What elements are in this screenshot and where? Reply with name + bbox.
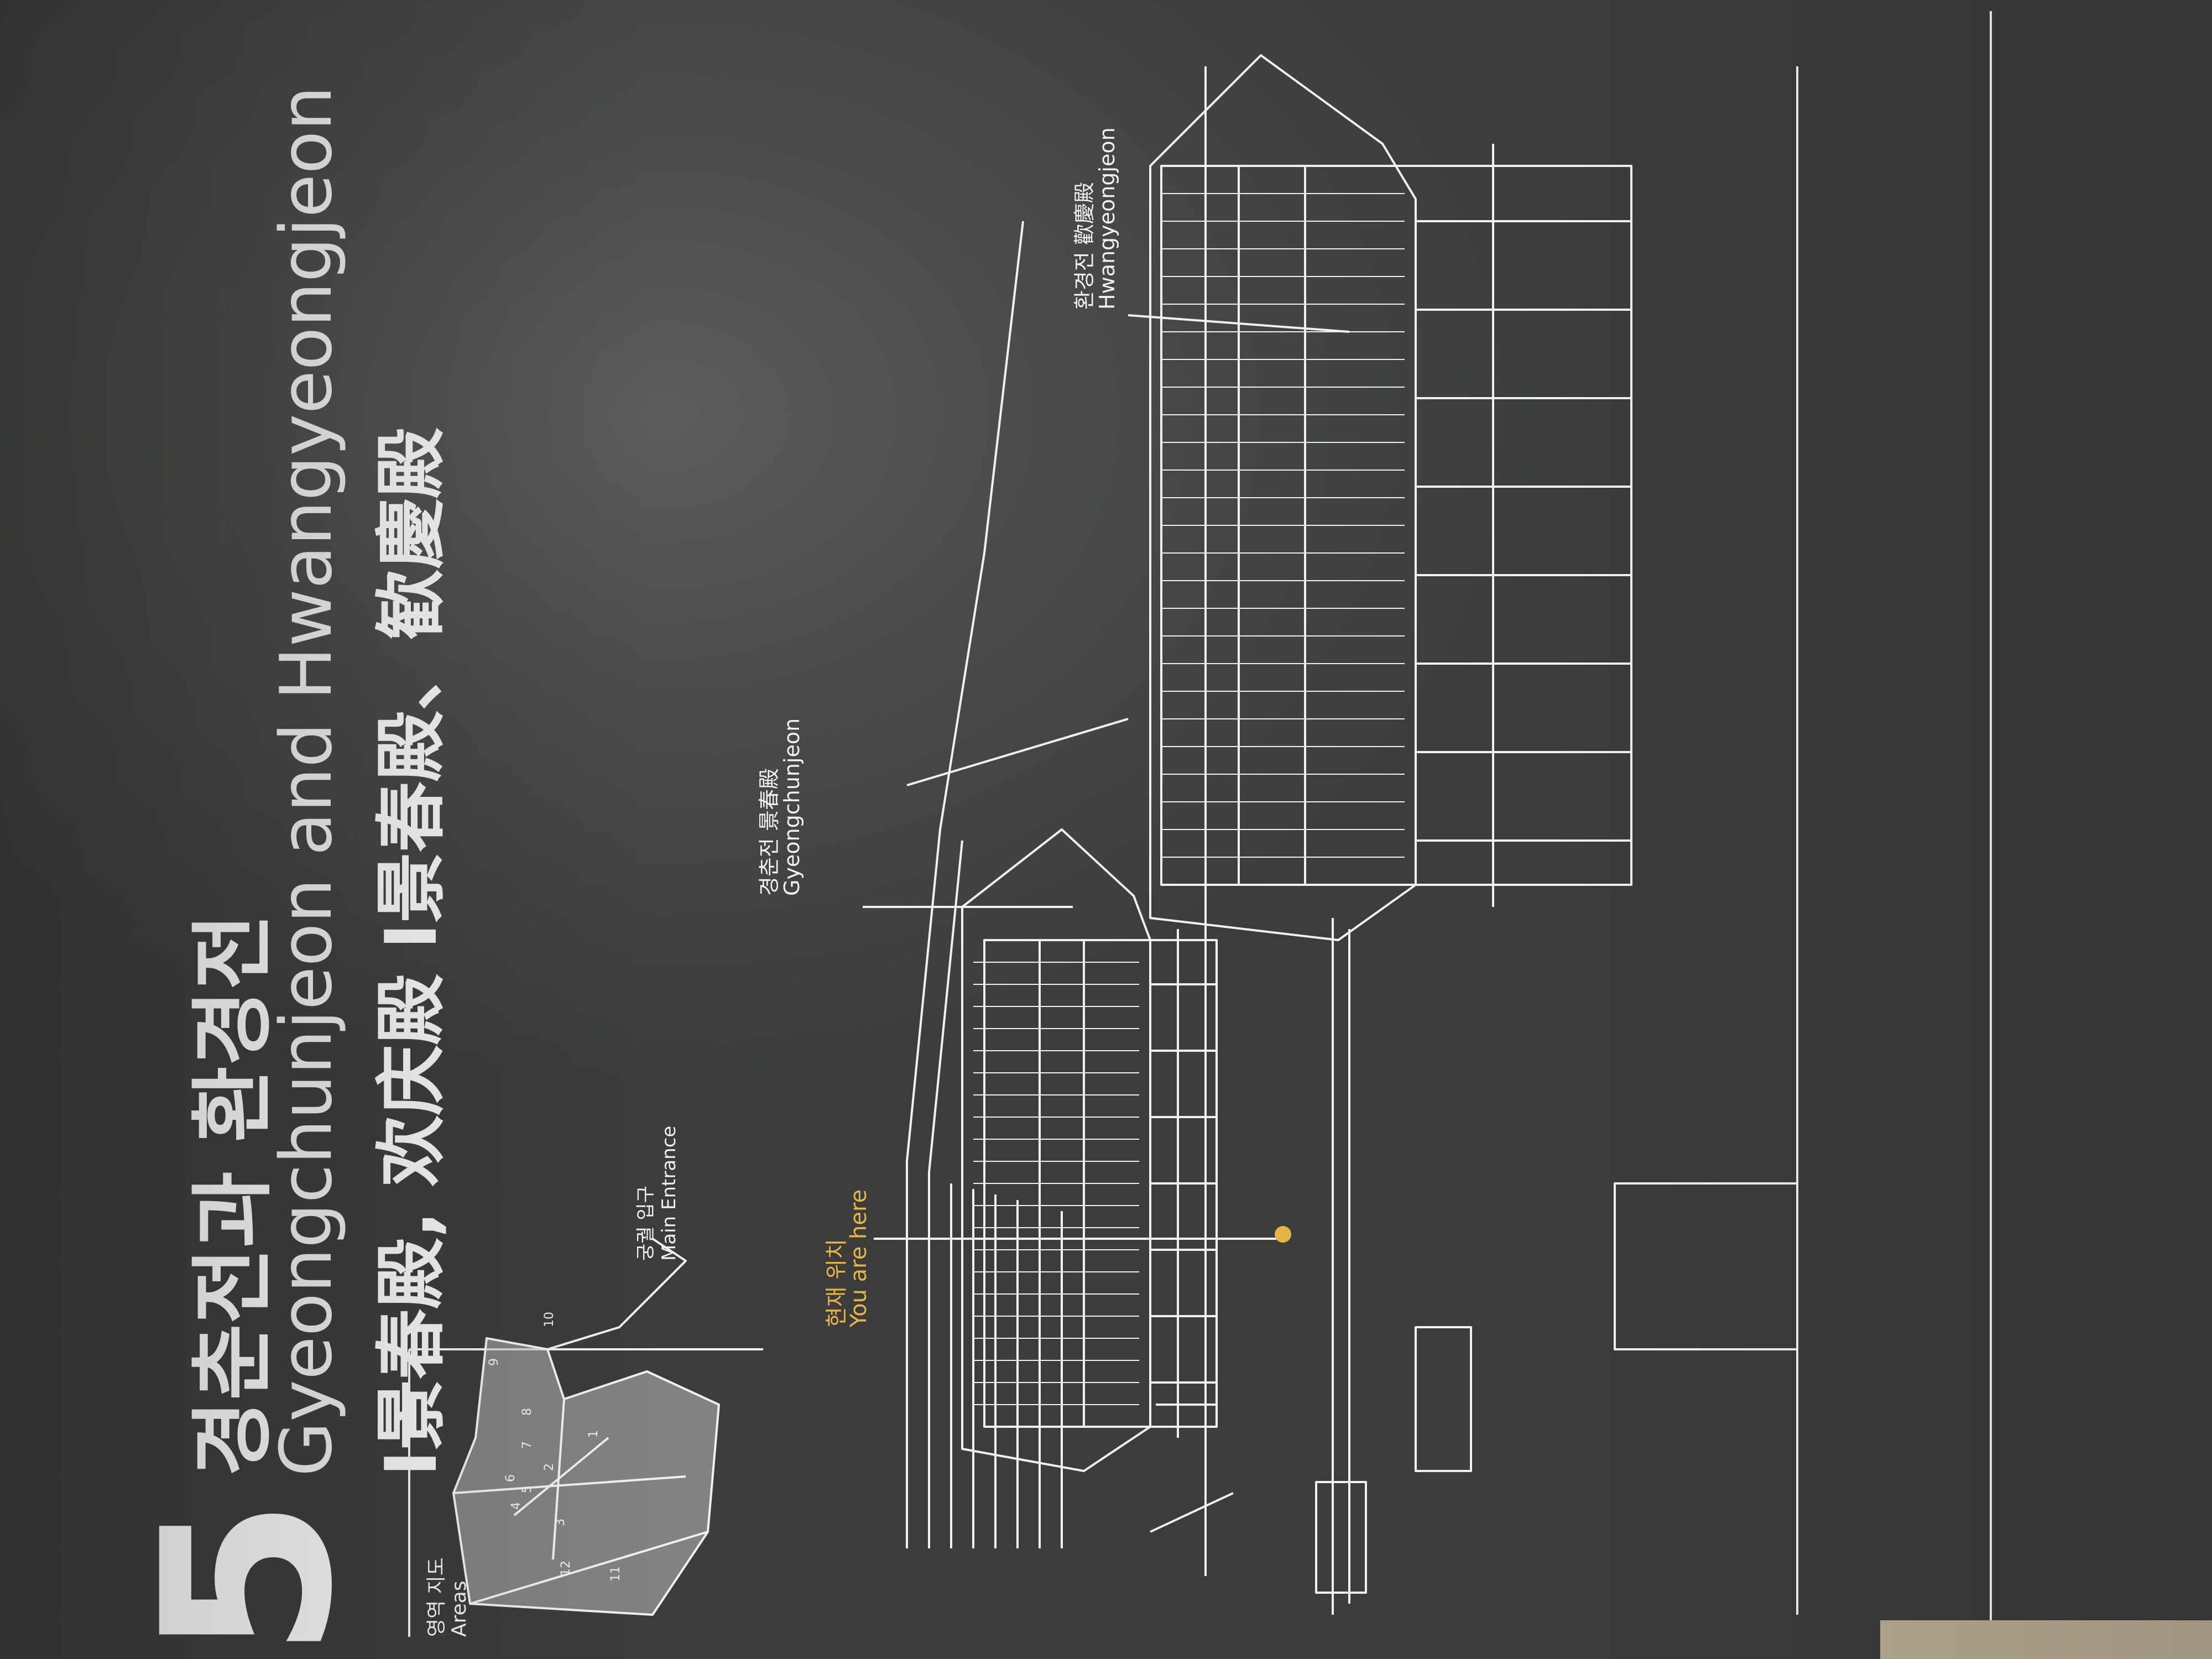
hwangyeongjeon-english: Hwangyeongjeon [1095,127,1119,310]
hwangyeongjeon-label: 환경전 歡慶殿 [1072,182,1097,310]
main-entrance-korean: 궁궐 입구 [635,1186,657,1261]
you-are-here-english: You are here [846,1189,872,1327]
you-are-here-marker [1275,1226,1291,1243]
map-number-12: 12 [559,1561,573,1576]
gyeongchunjeon-building [961,828,1218,1472]
map-number-9: 9 [487,1358,501,1366]
map-number-6: 6 [504,1474,518,1482]
map-number-11: 11 [609,1566,623,1582]
areas-label-english: Areas [448,1580,471,1637]
gyeongchunjeon-english: Gyeongchunjeon [780,718,804,896]
gyeongchunjeon-label: 경춘전 景春殿 [757,768,781,896]
map-number-2: 2 [542,1463,556,1471]
map-number-7: 7 [520,1441,534,1449]
map-number-8: 8 [520,1408,534,1416]
map-number-5: 5 [520,1485,534,1493]
ground-strip [1880,1620,2212,1659]
map-number-4: 4 [509,1502,523,1510]
map-number-1: 1 [587,1430,601,1438]
area-map [452,1238,720,1616]
areas-label-korean: 영역 지도 [425,1557,448,1637]
main-entrance-english: Main Entrance [658,1125,680,1261]
map-number-10: 10 [542,1312,556,1327]
map-number-3: 3 [554,1519,567,1526]
